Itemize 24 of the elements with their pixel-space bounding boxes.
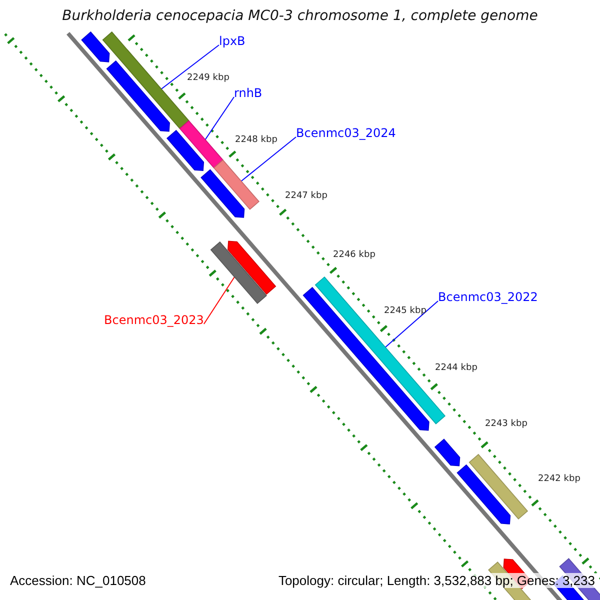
gene-label: Bcenmc03_2022 (438, 290, 538, 304)
gene-label: lpxB (219, 34, 246, 48)
tick-label: 2246 kbp (333, 250, 376, 260)
tick-label: 2243 kbp (485, 419, 528, 429)
gene-label: Bcenmc03_2023 (104, 313, 204, 327)
leader-line (240, 136, 296, 182)
gene-bar (213, 159, 260, 210)
tick-label: 2249 kbp (187, 73, 230, 83)
leader-line (203, 276, 235, 324)
accession-text: Accession: NC_010508 (8, 573, 148, 588)
gene-bar (210, 241, 267, 304)
gene-label: rnhB (234, 86, 262, 100)
gene-bar (179, 120, 224, 168)
tick-label: 2245 kbp (384, 306, 426, 316)
tick-label: 2244 kbp (435, 363, 478, 373)
leader-line (384, 300, 438, 348)
tick-label: 2248 kbp (235, 135, 278, 145)
genome-stats-text: Topology: circular; Length: 3,532,883 bp; Genes: 3,233 (276, 573, 597, 588)
tick-label: 2247 kbp (285, 191, 328, 201)
tick-label: 2242 kbp (538, 474, 580, 484)
leader-line (204, 96, 234, 140)
gene-bar (102, 31, 190, 130)
gene-label: Bcenmc03_2024 (296, 126, 396, 140)
leader-line (160, 44, 220, 90)
